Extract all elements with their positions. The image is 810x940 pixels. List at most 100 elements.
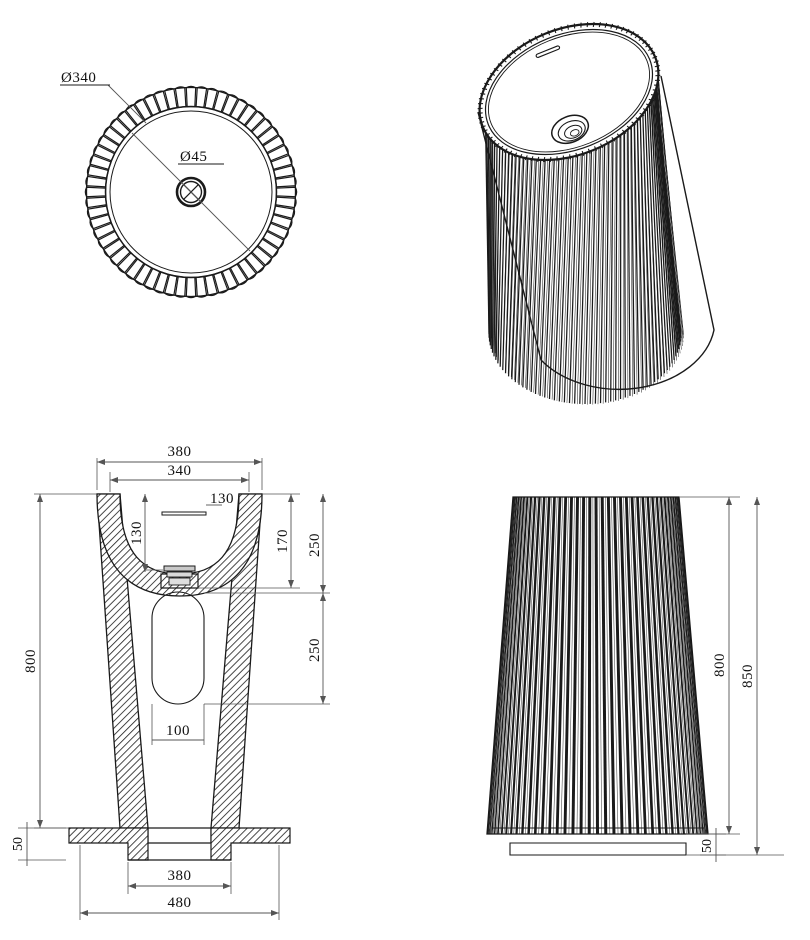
side-view-flute xyxy=(663,496,690,835)
side-view-flute-groove xyxy=(662,496,687,835)
iso-rim-bead xyxy=(648,47,653,52)
iso-rim-bead xyxy=(478,116,484,119)
iso-rim-bead xyxy=(599,143,604,149)
side-view-flute-groove xyxy=(495,496,521,835)
side-view-flute-groove xyxy=(605,496,611,835)
iso-view-flute xyxy=(584,147,593,405)
side-view-flute xyxy=(669,496,698,835)
iso-view-flute xyxy=(544,156,555,398)
side-view-flute-groove xyxy=(675,496,705,835)
side-view-flute-groove xyxy=(492,496,518,835)
side-view-flute-groove xyxy=(677,496,707,835)
iso-view-flute xyxy=(539,156,551,396)
iso-rim-bead xyxy=(517,46,522,51)
iso-view-flute-highlight xyxy=(517,155,527,383)
iso-view-flute xyxy=(579,149,588,404)
side-view-flute xyxy=(594,496,599,835)
side-view-flute xyxy=(571,496,579,835)
iso-rim-bead xyxy=(631,121,636,126)
iso-view-flute xyxy=(530,156,542,392)
iso-view-flute xyxy=(491,139,496,353)
side-view-flute-groove xyxy=(576,496,581,835)
dim-380-top-label: 380 xyxy=(168,444,192,460)
top-view: Ø340 Ø45 xyxy=(60,70,298,299)
iso-rim-bead xyxy=(495,142,500,148)
iso-view-flute-highlight xyxy=(514,154,523,380)
iso-view-flute-highlight xyxy=(547,157,558,399)
iso-rim-bead xyxy=(519,153,523,159)
overflow-slot-section xyxy=(161,511,207,516)
side-view-flute xyxy=(500,496,526,835)
side-view-flute xyxy=(505,496,529,835)
iso-rim-bead xyxy=(639,112,645,117)
side-view-flute-groove xyxy=(666,496,692,835)
dim-130-horz-label: 130 xyxy=(210,491,234,507)
iso-view-flute xyxy=(558,154,569,402)
iso-rim-bead xyxy=(594,146,598,152)
iso-view-flute xyxy=(654,81,675,360)
side-view-flute xyxy=(666,496,695,835)
iso-rim-bead xyxy=(645,103,652,107)
iso-view-flute-highlight xyxy=(633,122,638,395)
iso-rim-bead xyxy=(611,136,616,142)
iso-view-flute-highlight xyxy=(654,58,684,335)
iso-view-flute xyxy=(573,150,583,404)
iso-rim-bead xyxy=(524,155,528,161)
top-view-outer-boundary xyxy=(85,86,297,298)
iso-view-flute xyxy=(499,147,507,367)
iso-view-flute xyxy=(651,58,682,335)
iso-rim-bead xyxy=(511,50,517,55)
top-view-flutes xyxy=(84,85,298,299)
side-view-flute-groove xyxy=(545,496,558,835)
iso-bowl-edge xyxy=(487,31,651,153)
side-view-flute xyxy=(540,496,556,835)
iso-rim-bead xyxy=(655,69,661,72)
iso-view-flute xyxy=(594,143,601,404)
iso-rim-group xyxy=(478,22,660,162)
iso-rim-bead xyxy=(481,87,488,90)
iso-rim-bead xyxy=(513,152,518,158)
side-view-flute xyxy=(563,496,573,835)
side-view-flute-groove xyxy=(634,496,650,835)
dim-170-label: 170 xyxy=(275,529,291,553)
iso-view-flute xyxy=(493,141,498,357)
iso-view-flute-highlight xyxy=(613,137,616,403)
iso-rim-bead xyxy=(626,125,632,130)
iso-rim-bead xyxy=(503,148,508,153)
side-view-flute-groove xyxy=(499,496,523,835)
iso-view-flute-highlight xyxy=(636,119,642,393)
iso-view-flute-highlight xyxy=(551,156,562,400)
iso-rim-bead xyxy=(485,132,490,137)
iso-rim-bead xyxy=(610,23,614,29)
iso-rim-bead xyxy=(490,72,496,76)
iso-rim-bead xyxy=(648,98,654,102)
dim-250-lower-label: 250 xyxy=(307,638,323,662)
side-view-flute-groove xyxy=(674,496,703,835)
iso-rim-bead xyxy=(528,38,533,44)
iso-view-flute xyxy=(630,122,636,394)
iso-view-flute-highlight xyxy=(529,157,540,391)
iso-view-flute xyxy=(522,156,533,388)
iso-view-flute xyxy=(589,145,597,404)
dim-380-base-label: 380 xyxy=(168,868,192,884)
side-view-flute xyxy=(624,496,640,835)
side-view-flute-groove xyxy=(678,496,709,835)
iso-rim-bead xyxy=(654,65,660,68)
iso-view-flute-highlight xyxy=(571,152,581,404)
iso-view-flute xyxy=(507,152,517,377)
side-view-flute xyxy=(619,496,632,835)
iso-rim-bead xyxy=(638,36,643,42)
iso-rim-bead xyxy=(480,92,486,95)
side-view-flute xyxy=(655,496,680,835)
iso-view-flute xyxy=(636,115,644,390)
iso-view-flute-highlight xyxy=(576,151,586,405)
side-view-flute xyxy=(533,496,551,835)
iso-view-flutes xyxy=(484,58,684,405)
side-plinth xyxy=(509,842,687,856)
iso-view-flute xyxy=(650,95,666,374)
iso-rim-bead xyxy=(530,156,534,162)
iso-rim-bead xyxy=(486,77,493,81)
side-view-flute xyxy=(515,496,537,835)
iso-rim-bead xyxy=(605,140,610,146)
